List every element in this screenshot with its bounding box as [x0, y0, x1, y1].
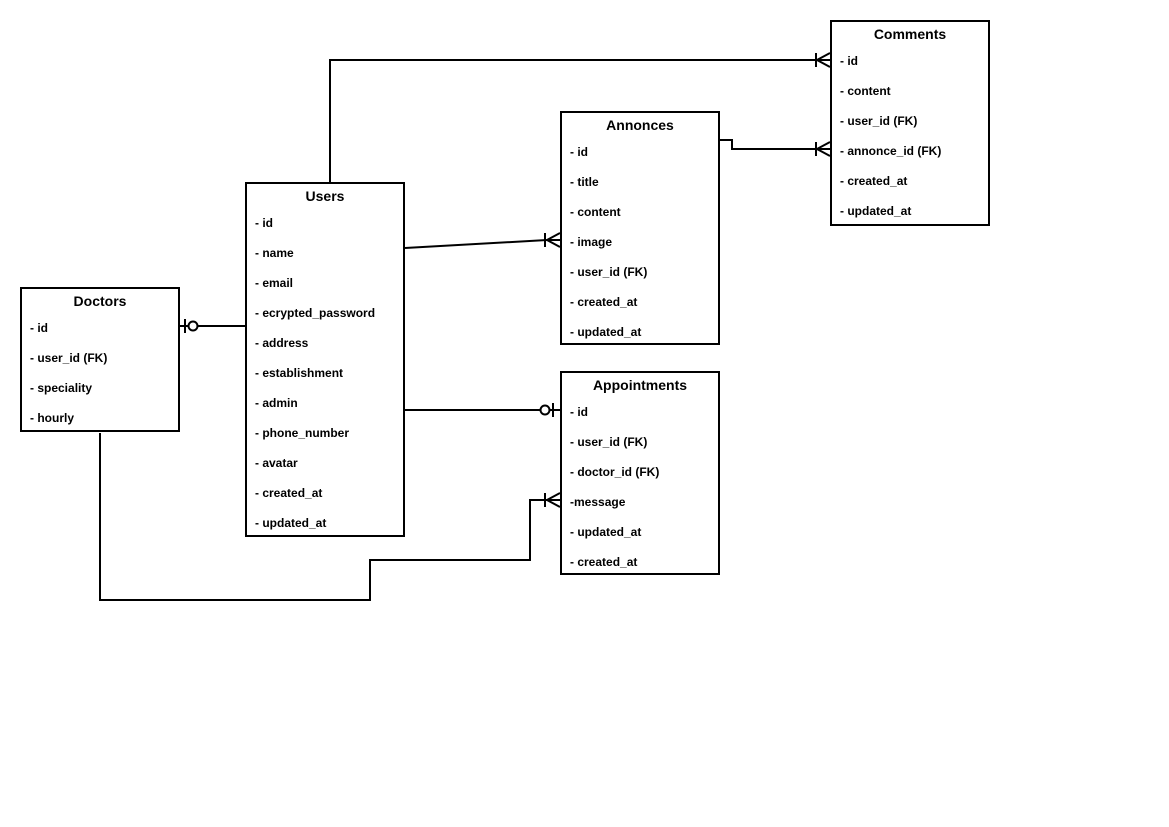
field-row: - updated_at [255, 516, 327, 530]
field-row: - name [255, 246, 294, 260]
entity-users: Users - id - name - email - ecrypted_passwo… [245, 182, 405, 537]
field-row: - user_id (FK) [570, 265, 648, 279]
entity-annonces-title: Annonces [606, 117, 674, 133]
field-row: - created_at [570, 555, 638, 569]
entity-appointments-fields: - id - user_id (FK) - doctor_id (FK) -messa… [562, 397, 718, 577]
field-row: - id [570, 405, 588, 419]
field-row: - content [570, 205, 621, 219]
field-row: - hourly [30, 411, 74, 425]
connector-users-appointments [405, 403, 560, 417]
entity-comments: Comments - id - content - user_id (FK) - an… [830, 20, 990, 226]
field-row: - id [255, 216, 273, 230]
field-row: - image [570, 235, 613, 249]
field-row: - id [30, 321, 48, 335]
entity-doctors: Doctors - id- user_id (FK)- speciality- … [20, 287, 180, 432]
entity-users-fields: - id - name - email - ecrypted_password - ad… [247, 208, 403, 538]
field-row: - email [255, 276, 294, 290]
field-row: - annonce_id (FK) [840, 144, 942, 158]
field-row: - id [840, 54, 858, 68]
entity-annonces: Annonces - id - title - content - image - us… [560, 111, 720, 345]
entity-appointments-title: Appointments [592, 377, 688, 393]
field-row: - created_at [570, 295, 638, 309]
entity-doctors-title: Doctors [73, 293, 127, 309]
field-row: - updated_at [570, 325, 642, 339]
entity-annonces-fields: - id - title - content - image - user_id (FK… [562, 137, 718, 347]
field-row: - user_id (FK) [30, 351, 108, 365]
connector-users-comments [329, 52, 831, 182]
entity-users-title: Users [305, 188, 345, 204]
field-row: - created_at [255, 486, 323, 500]
field-row: - speciality [30, 381, 93, 395]
entity-comments-fields: - id - content - user_id (FK) - annonce_id … [832, 46, 988, 226]
field-row: - created_at [840, 174, 908, 188]
connector-doctors-users [180, 319, 245, 333]
entity-doctors-fields: - id - user_id (FK) - speciality - hourly [22, 313, 178, 433]
connector-annonces-comments [720, 139, 831, 157]
field-row: - doctor_id (FK) [570, 465, 660, 479]
field-row: - user_id (FK) [840, 114, 918, 128]
field-row: - ecrypted_password [255, 306, 376, 320]
connector-doctors-appointments [99, 433, 561, 601]
entity-appointments: Appointments - id - user_id (FK) - doctor_… [560, 371, 720, 575]
entity-comments-title: Comments [873, 26, 947, 42]
field-row: - updated_at [570, 525, 642, 539]
field-row: - updated_at [840, 204, 912, 218]
field-row: - id [570, 145, 588, 159]
field-row: - phone_number [255, 426, 350, 440]
field-row: - address [255, 336, 309, 350]
field-row: - establishment [255, 366, 344, 380]
field-row: - admin [255, 396, 298, 410]
field-row: - user_id (FK) [570, 435, 648, 449]
field-row: -message [570, 495, 626, 509]
field-row: - avatar [255, 456, 298, 470]
field-row: - content [840, 84, 891, 98]
connector-users-annonces [404, 232, 561, 249]
field-row: - title [570, 175, 599, 189]
